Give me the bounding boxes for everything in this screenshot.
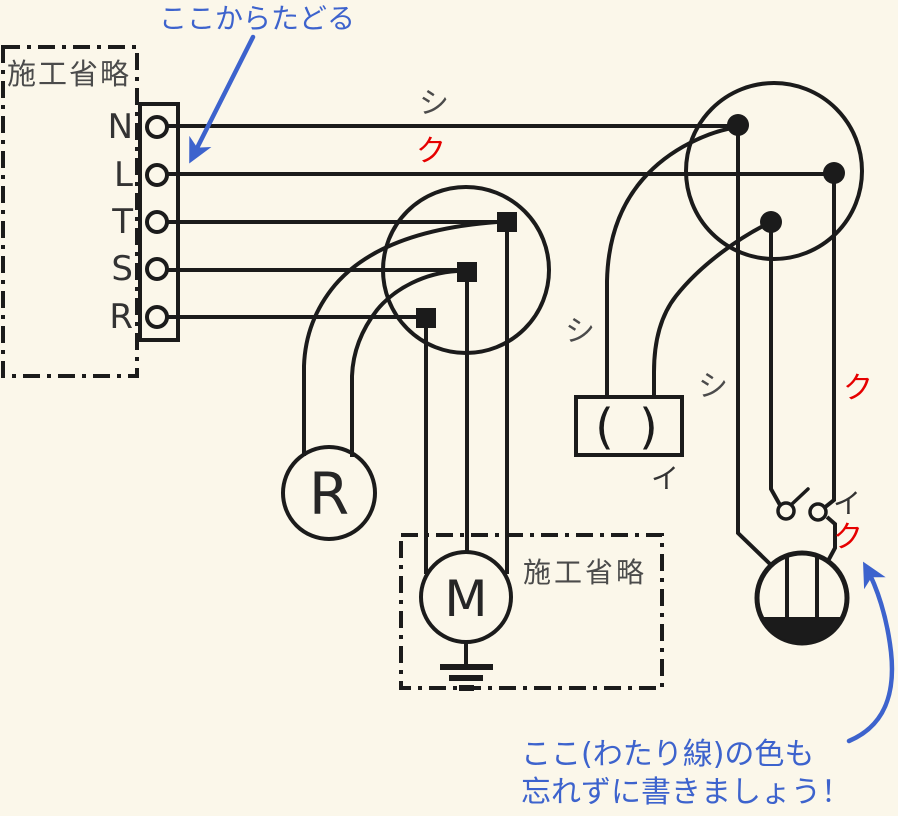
terminal-hole-r [145,305,169,329]
ceiling-rose: ( ) [574,395,684,457]
wire-t-to-receptacle [302,220,498,456]
jumper-wire [825,515,837,562]
start-hint-text: ここからたどる [159,2,355,35]
jumper-note-line2: 忘れずに書きましょう！ [521,775,851,810]
junction-box-right-circle [684,81,864,261]
ceiling-rose-slots: ( ) [595,399,663,455]
connector-dot-white [727,114,749,136]
feed-wires [167,124,834,319]
wire-switch-return [769,222,782,506]
wire-color-labels: シ ク シ シ ク イ イ ク [416,86,873,555]
motor-letter: M [444,570,487,628]
label-circuit-switch: イ [833,487,861,520]
connector-dot-black [823,162,845,184]
ceiling-rose-box [574,395,684,457]
ground-icon [440,642,493,691]
terminal-label-t: T [111,202,133,242]
junction-box-right [605,81,864,566]
connector-dot-switched [760,211,782,233]
terminal-label-r: R [109,297,133,337]
label-black-jumper: ク [833,520,863,555]
annotations: ここからたどる ここ(わたり線)の色も 忘れずに書きましょう！ [159,2,895,810]
motor-panel-dashed-box [399,533,664,690]
terminal-hole-l [145,163,169,187]
wire-black-to-switch [822,173,836,510]
label-black-switch: ク [843,371,873,406]
lamp-receptacle: R [281,445,377,541]
lamp-receptacle-circle [281,445,377,541]
wire-switched-to-rose [652,220,772,397]
wire-s-to-receptacle [350,269,458,457]
jumper-note-line1: ここ(わたり線)の色も [521,737,814,772]
switch-terminal-right [808,502,828,522]
connector-square-r [416,308,436,328]
outlet [754,550,850,646]
label-white-rose: シ [565,314,595,349]
terminal-label-s: S [111,249,133,289]
terminal-label-l: L [114,155,133,195]
label-black-l: ク [416,134,446,169]
label-white-outlet: シ [698,369,728,404]
wire-white-to-outlet [736,125,772,566]
label-circuit-rose: イ [651,462,679,495]
start-hint-arrow [189,34,256,164]
switch-terminal-left [776,501,796,521]
source-panel: 施工省略 N L T S R [1,45,180,378]
source-panel-label: 施工省略 [7,57,131,91]
terminal-hole-t [145,210,169,234]
terminal-label-n: N [108,107,133,147]
outlet-filled-segment [761,617,843,644]
label-white-n: シ [419,86,449,121]
terminal-hole-s [145,257,169,281]
connector-square-s [457,262,477,282]
source-panel-dashed-box [1,45,139,378]
junction-box-middle [302,185,551,574]
motor-panel: 施工省略 M [399,533,664,691]
switch [776,487,837,562]
switch-blade [790,487,810,506]
lamp-receptacle-letter: R [309,460,349,528]
jumper-note-arrow [846,561,895,744]
wire-white-to-rose [605,125,739,397]
terminal-hole-n [145,115,169,139]
motor-panel-label: 施工省略 [523,556,647,589]
connector-square-t [497,212,517,232]
